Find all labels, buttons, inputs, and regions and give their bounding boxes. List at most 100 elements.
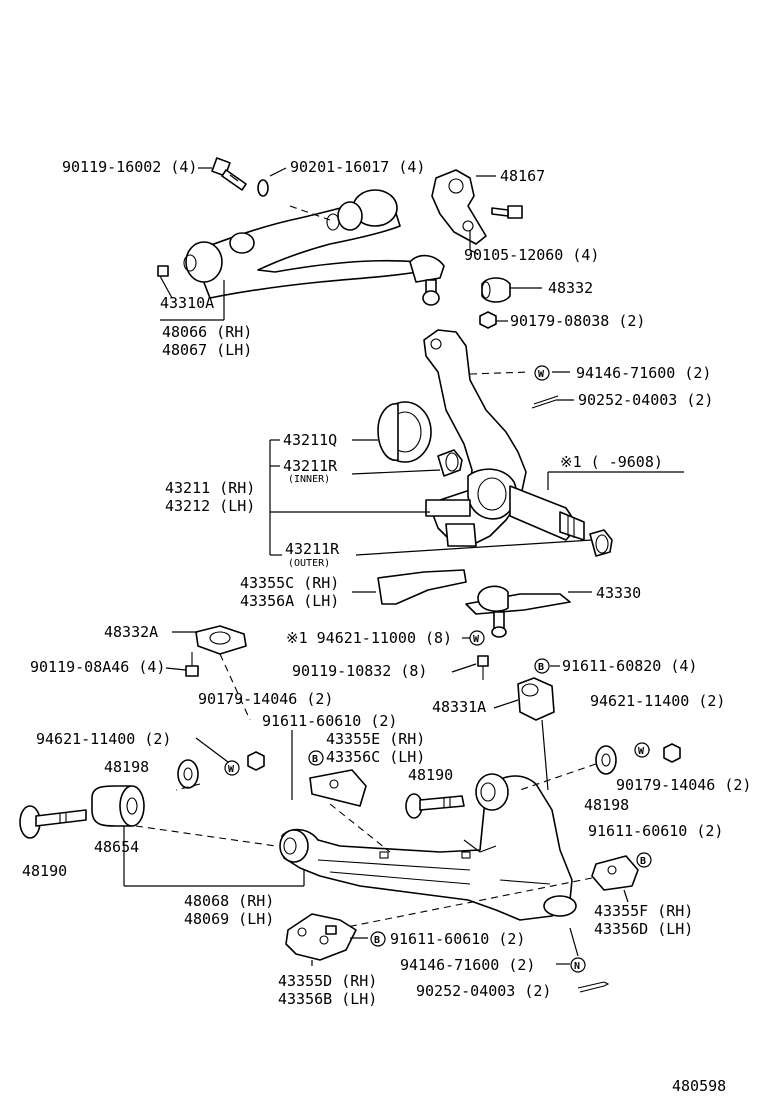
label-outer-note: (OUTER) [288, 558, 330, 569]
label-48068-rh: 48068 (RH) [184, 892, 274, 910]
label-48198-left: 48198 [104, 758, 149, 776]
label-90179-14046-left: 90179-14046 (2) [198, 690, 333, 708]
oil-seal-icon [377, 401, 432, 463]
label-43211-rh: 43211 (RH) [165, 479, 255, 497]
lower-control-arm-icon [279, 773, 577, 921]
bolt-icon [491, 205, 523, 219]
svg-text:B: B [374, 935, 380, 946]
bracket-icon [431, 169, 487, 245]
bolt-icon [477, 655, 489, 680]
label-90252-04003-bottom: 90252-04003 (2) [416, 982, 551, 1000]
nut-icon [479, 311, 497, 329]
washer-symbol: W [634, 742, 650, 758]
bolt-symbol: B [308, 750, 324, 766]
bushing-icon [91, 785, 145, 827]
bearing-icon [589, 529, 613, 557]
label-91611-60610-right: 91611-60610 (2) [588, 822, 723, 840]
label-48332a: 48332A [104, 623, 158, 641]
svg-text:B: B [312, 754, 318, 765]
label-43355f-rh: 43355F (RH) [594, 902, 693, 920]
bolt-icon [211, 157, 247, 191]
bolt-symbol: B [534, 658, 550, 674]
label-90105-12060: 90105-12060 (4) [464, 246, 599, 264]
bolt-icon [405, 793, 465, 819]
fitting-icon [157, 265, 169, 277]
label-90119-16002: 90119-16002 (4) [62, 158, 197, 176]
label-43330: 43330 [596, 584, 641, 602]
cover-icon [591, 855, 639, 891]
svg-text:N: N [574, 961, 580, 972]
label-43211r-inner: 43211R [283, 457, 338, 475]
label-90119-08a46: 90119-08A46 (4) [30, 658, 165, 676]
label-48067-lh: 48067 (LH) [162, 341, 252, 359]
label-48654: 48654 [94, 838, 139, 856]
label-48069-lh: 48069 (LH) [184, 910, 274, 928]
svg-text:W: W [473, 634, 480, 645]
svg-text:W: W [638, 746, 645, 757]
label-inner-note: (INNER) [288, 474, 330, 485]
label-43356a-lh: 43356A (LH) [240, 592, 339, 610]
cover-icon [285, 913, 357, 961]
label-48332: 48332 [548, 279, 593, 297]
label-43355c-rh: 43355C (RH) [240, 574, 339, 592]
cotter-pin-icon [531, 395, 559, 409]
label-48190-center: 48190 [408, 766, 453, 784]
label-43355e-rh: 43355E (RH) [326, 730, 425, 748]
label-48066-rh: 48066 (RH) [162, 323, 252, 341]
washer-icon [177, 759, 199, 789]
nut-symbol: N [570, 957, 586, 973]
bumper-icon [481, 277, 511, 303]
cover-icon [309, 769, 367, 807]
label-48167: 48167 [500, 167, 545, 185]
label-90179-14046-right: 90179-14046 (2) [616, 776, 751, 794]
label-90252-04003-top: 90252-04003 (2) [578, 391, 713, 409]
label-94621-11000: ※1 94621-11000 (8) [286, 629, 452, 647]
label-48198-right: 48198 [584, 796, 629, 814]
label-48190-left: 48190 [22, 862, 67, 880]
label-43212-lh: 43212 (LH) [165, 497, 255, 515]
label-91611-60610-top: 91611-60610 (2) [262, 712, 397, 730]
label-94146-71600-top: 94146-71600 (2) [576, 364, 711, 382]
bolt-icon [19, 805, 87, 839]
steering-knuckle-icon [423, 329, 585, 547]
diagram-number: 480598 [672, 1077, 726, 1095]
label-48331a: 48331A [432, 698, 486, 716]
nut-icon [247, 751, 265, 771]
label-90201-16017: 90201-16017 (4) [290, 158, 425, 176]
nut-icon [663, 743, 681, 763]
cover-icon [377, 569, 467, 605]
washer-symbol: W [224, 760, 240, 776]
label-91611-60820: 91611-60820 (4) [562, 657, 697, 675]
stopper-icon [195, 625, 247, 655]
bearing-icon [437, 449, 463, 477]
bolt-symbol: B [636, 852, 652, 868]
svg-text:B: B [640, 856, 646, 867]
label-90119-10832: 90119-10832 (8) [292, 662, 427, 680]
label-94621-11400-right: 94621-11400 (2) [590, 692, 725, 710]
bolt-symbol: B [370, 931, 386, 947]
washer-icon [257, 179, 269, 197]
label-94146-71600-bottom: 94146-71600 (2) [400, 956, 535, 974]
label-note-x1: ※1 ( -9608) [560, 453, 663, 471]
washer-icon [595, 745, 617, 775]
label-94621-11400-left: 94621-11400 (2) [36, 730, 171, 748]
upper-control-arm-icon [183, 189, 445, 306]
label-43356b-lh: 43356B (LH) [278, 990, 377, 1008]
label-90179-08038: 90179-08038 (2) [510, 312, 645, 330]
svg-text:W: W [538, 369, 545, 380]
bumper-icon [517, 677, 555, 721]
label-43356c-lh: 43356C (LH) [326, 748, 425, 766]
label-43356d-lh: 43356D (LH) [594, 920, 693, 938]
cotter-pin-icon [577, 981, 610, 993]
label-43211q: 43211Q [283, 431, 337, 449]
label-43211r-outer: 43211R [285, 540, 340, 558]
washer-symbol: W [469, 630, 485, 646]
svg-text:B: B [538, 662, 544, 673]
ball-joint-icon [465, 585, 571, 638]
bolt-icon [185, 652, 199, 677]
washer-symbol: W [534, 365, 550, 381]
label-91611-60610-bottom: 91611-60610 (2) [390, 930, 525, 948]
label-43355d-rh: 43355D (RH) [278, 972, 377, 990]
label-43310a: 43310A [160, 294, 214, 312]
